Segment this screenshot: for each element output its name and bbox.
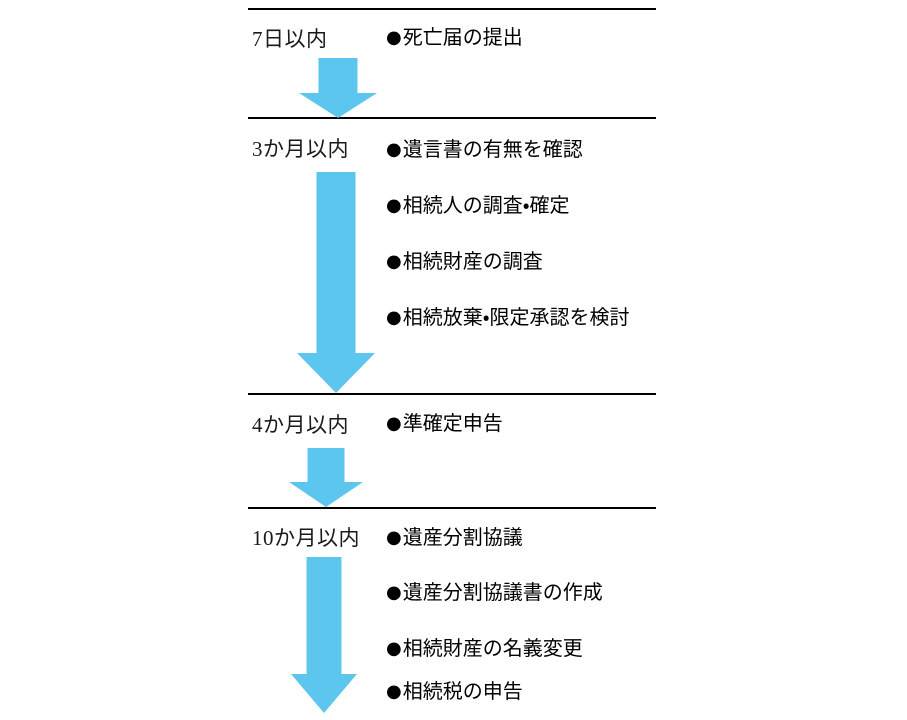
bullet-icon: ● — [386, 527, 402, 548]
period-label-within-3-months: 3か月以内 — [252, 137, 349, 161]
bullet-icon: ● — [386, 195, 402, 216]
bullet-icon: ● — [386, 251, 402, 272]
arrow-stem — [306, 557, 342, 680]
arrow-head — [289, 482, 363, 507]
bullet-icon: ● — [386, 681, 402, 702]
bullet-icon: ● — [386, 413, 402, 434]
bullet-icon: ● — [386, 27, 402, 48]
down-arrow-icon — [291, 557, 357, 713]
arrow-head — [291, 674, 357, 713]
task-label: 相続人の調査・確定 — [402, 193, 570, 217]
task-label: 相続財産の名義変更 — [402, 636, 583, 660]
task-label: 相続放棄・限定承認を検討 — [402, 305, 630, 329]
divider-rule-top — [248, 8, 656, 10]
down-arrow-icon — [289, 448, 363, 507]
bullet-icon: ● — [386, 638, 402, 659]
task-label: 遺言書の有無を確認 — [402, 137, 583, 161]
task-label: 死亡届の提出 — [402, 25, 523, 49]
task-label: 相続税の申告 — [402, 679, 523, 703]
task-item: ●相続財産の調査 — [386, 250, 543, 273]
period-label-within-7-days: 7日以内 — [252, 27, 328, 51]
task-item: ●準確定申告 — [386, 412, 503, 435]
divider-rule-3 — [248, 507, 656, 509]
task-label: 相続財産の調査 — [402, 249, 543, 273]
divider-rule-2 — [248, 393, 656, 395]
task-item: ●遺言書の有無を確認 — [386, 138, 583, 161]
arrow-head — [297, 353, 375, 393]
task-label: 遺産分割協議 — [402, 525, 523, 549]
period-label-within-4-months: 4か月以内 — [252, 413, 349, 437]
task-item: ●相続税の申告 — [386, 680, 523, 703]
task-label: 準確定申告 — [402, 411, 503, 435]
task-label: 遺産分割協議書の作成 — [402, 580, 603, 604]
task-item: ●相続人の調査・確定 — [386, 194, 570, 217]
down-arrow-icon — [297, 172, 375, 393]
task-item: ●遺産分割協議 — [386, 526, 523, 549]
bullet-icon: ● — [386, 139, 402, 160]
bullet-icon: ● — [386, 307, 402, 328]
task-item: ●相続放棄・限定承認を検討 — [386, 306, 630, 329]
arrow-head — [299, 93, 377, 118]
down-arrow-icon — [299, 58, 377, 118]
task-item: ●死亡届の提出 — [386, 26, 523, 49]
period-label-within-10-months: 10か月以内 — [252, 526, 360, 550]
divider-rule-1 — [248, 117, 656, 119]
arrow-stem — [318, 58, 358, 96]
bullet-icon: ● — [386, 582, 402, 603]
task-item: ●相続財産の名義変更 — [386, 637, 583, 660]
task-item: ●遺産分割協議書の作成 — [386, 581, 603, 604]
arrow-stem — [316, 172, 356, 368]
arrow-stem — [307, 448, 345, 485]
